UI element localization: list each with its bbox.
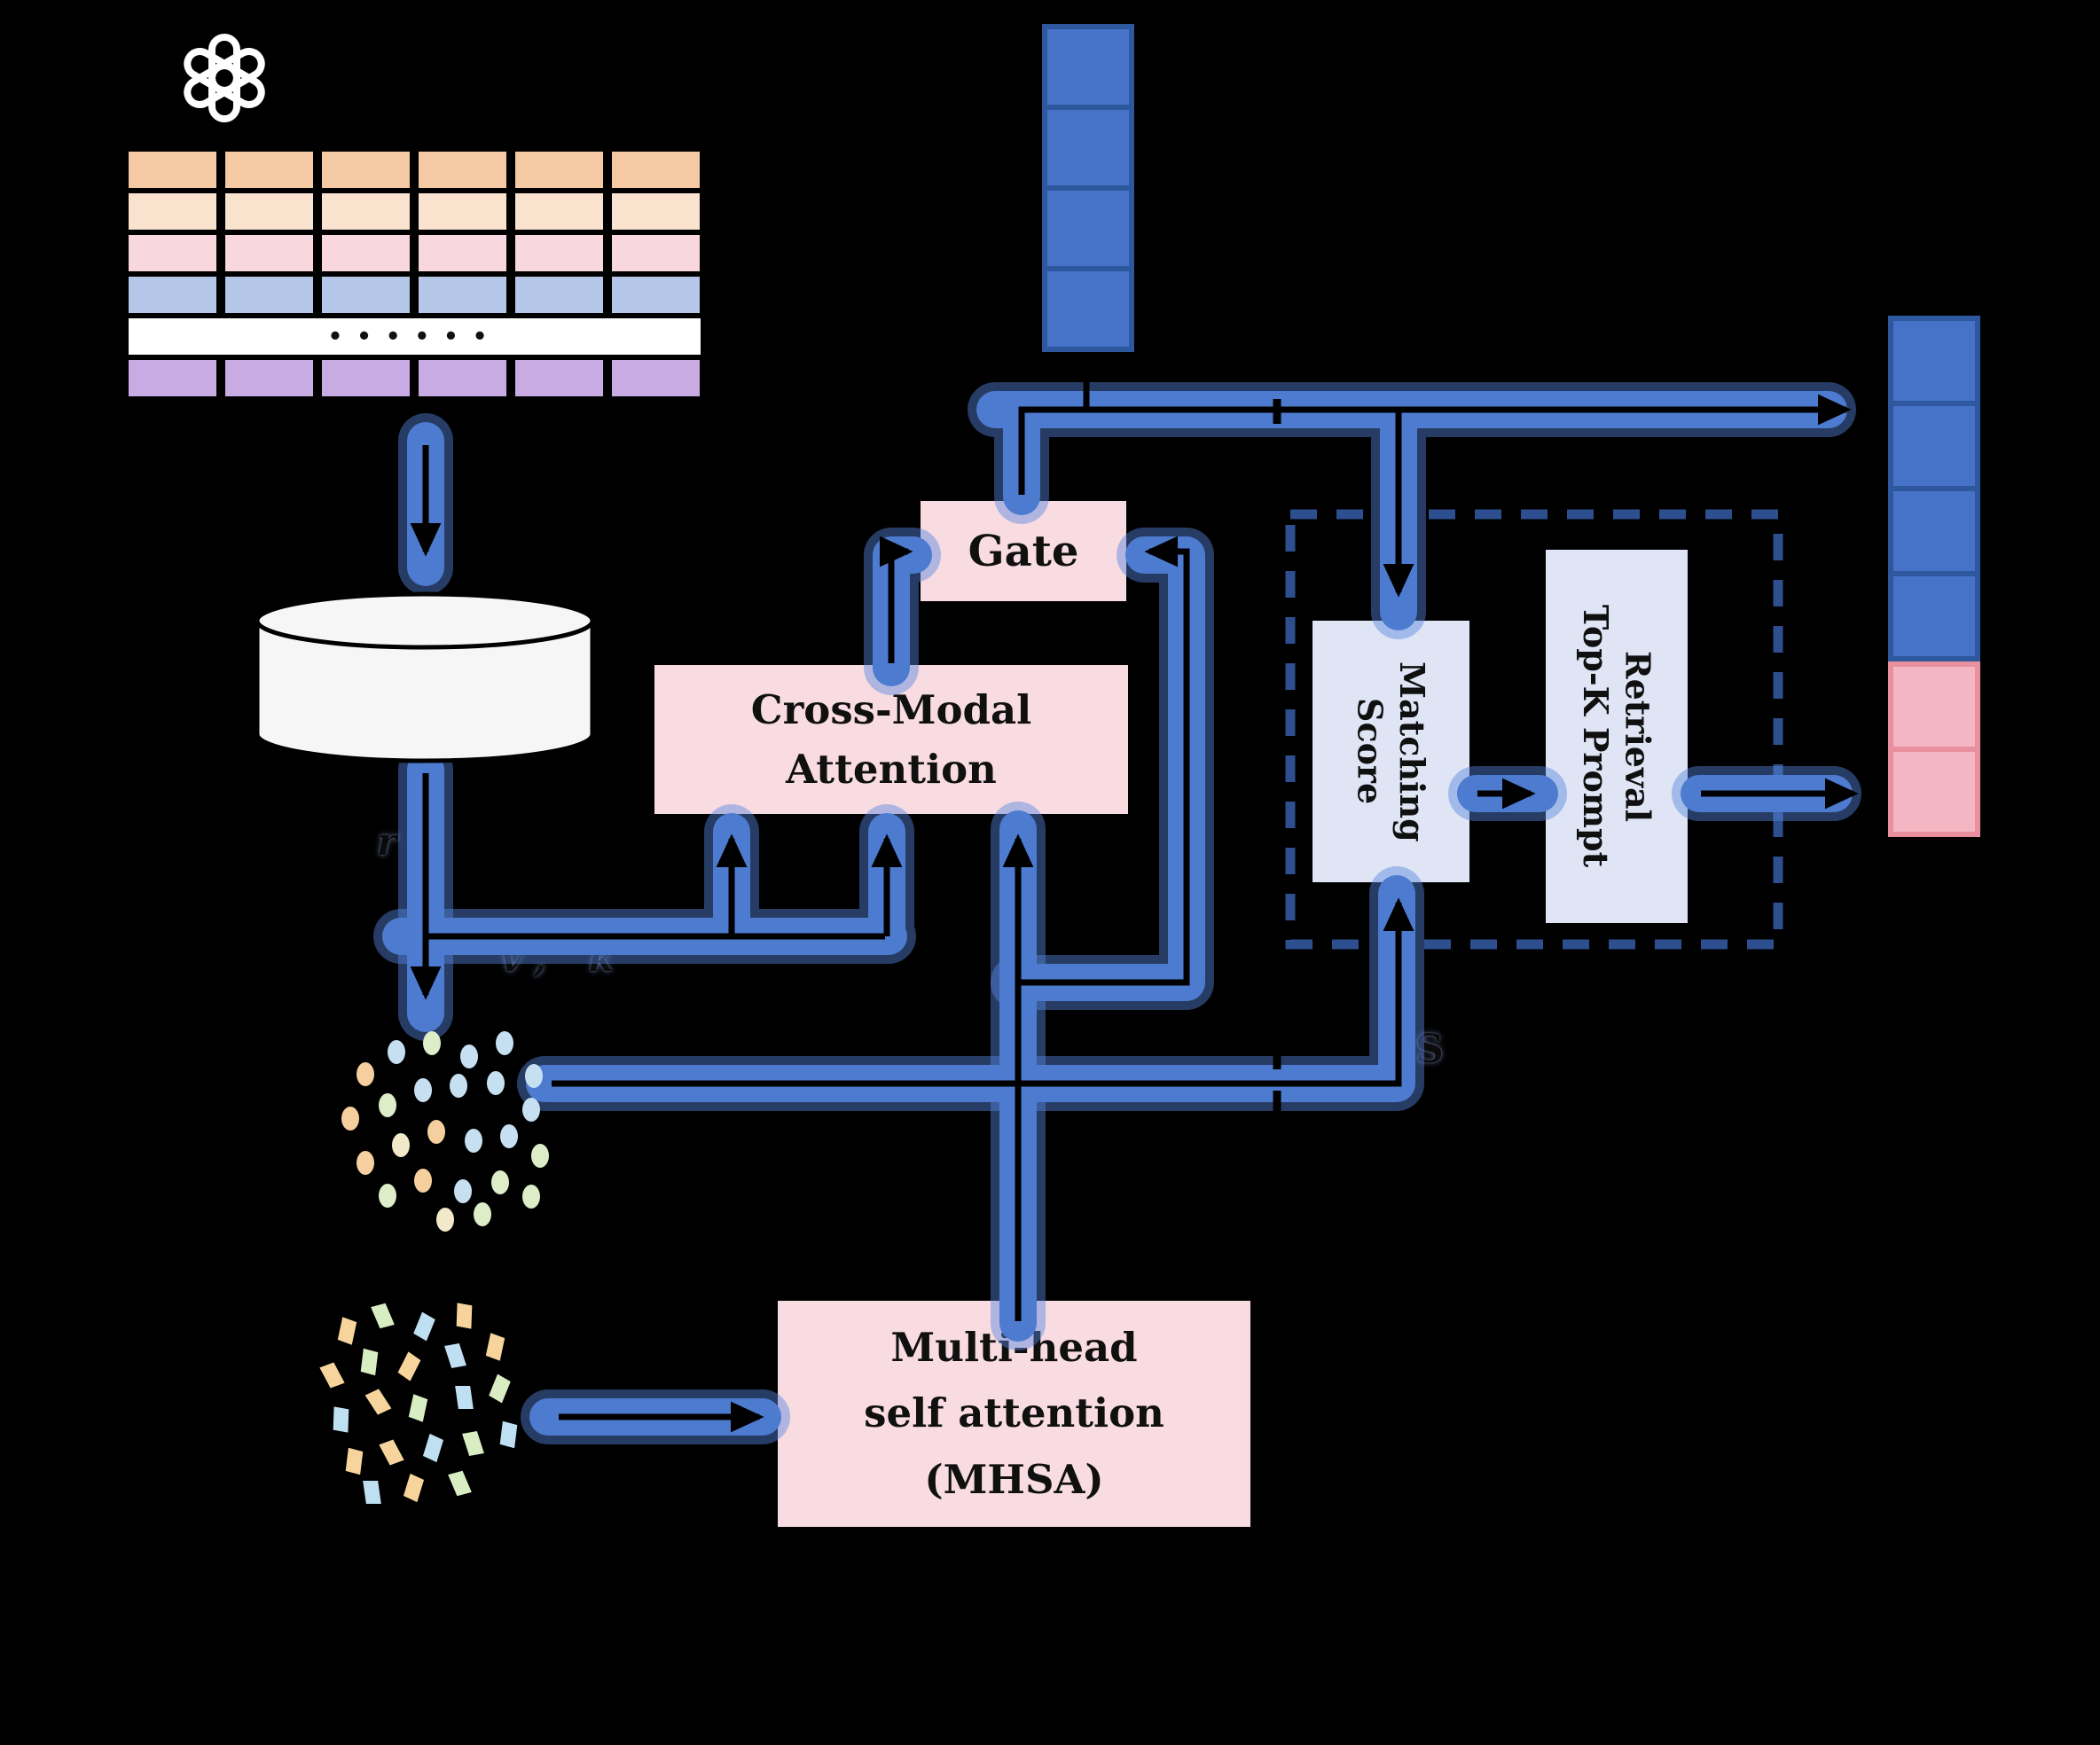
knowledge-cylinder xyxy=(255,591,595,763)
feature-dot xyxy=(465,1129,482,1153)
feature-dot xyxy=(450,1074,467,1098)
feature-dot xyxy=(379,1093,396,1117)
feature-dot xyxy=(496,1031,513,1055)
prompt-pool-row-2 xyxy=(129,193,701,230)
feature-dot xyxy=(436,1208,454,1232)
feature-dot xyxy=(379,1184,396,1208)
input-token-column xyxy=(1042,24,1134,352)
output-tokens-pink xyxy=(1888,661,1980,837)
gate-box: Gate xyxy=(921,501,1126,601)
feature-dot xyxy=(454,1179,472,1203)
feature-dot xyxy=(357,1151,374,1175)
output-tokens-blue xyxy=(1888,316,1980,661)
feature-dot xyxy=(531,1144,549,1168)
mhsa-label-line2: self attention xyxy=(864,1389,1164,1437)
feature-dot xyxy=(500,1124,518,1148)
gate-label: Gate xyxy=(968,526,1079,576)
prompt-pool-row-1 xyxy=(129,152,701,188)
topk-prompt-retrieval-box: Top-K Prompt Retrieval xyxy=(1546,550,1688,923)
arrow-tokens-to-output xyxy=(1018,394,1852,495)
prompt-pool-table: •••••• xyxy=(129,152,701,397)
feature-dot xyxy=(414,1078,432,1102)
feature-dot xyxy=(525,1064,543,1088)
retrieval-module-dashed-border xyxy=(1285,509,1783,950)
feature-dot xyxy=(474,1202,491,1226)
score-matching-box: Score Matching xyxy=(1312,621,1469,882)
prompt-pool-row-6 xyxy=(129,360,701,396)
patch-dot xyxy=(363,1481,381,1504)
feature-dot xyxy=(522,1098,540,1122)
patch-dot xyxy=(333,1406,349,1433)
arrow-into-gate-right xyxy=(1018,536,1190,986)
arrow-sim-into-score xyxy=(552,897,1414,1087)
patch-dot xyxy=(456,1303,473,1329)
cma-label-line1: Cross-Modal xyxy=(750,685,1032,733)
annotation-s: S xyxy=(1415,1027,1444,1072)
cma-label-line2: Attention xyxy=(786,746,997,793)
annotation-r: r xyxy=(377,820,397,864)
score-matching-label: Score Matching xyxy=(1350,661,1433,842)
patch-dot xyxy=(360,1348,379,1376)
feature-dot xyxy=(460,1045,478,1068)
patch-dot xyxy=(455,1386,474,1409)
prompt-pool-row-4 xyxy=(129,277,701,313)
patch-dot xyxy=(499,1420,518,1449)
topk-retrieval-label: Top-K Prompt Retrieval xyxy=(1576,605,1658,868)
wires xyxy=(410,356,1859,1433)
feature-dot xyxy=(392,1133,410,1157)
openai-logo-icon xyxy=(184,34,265,122)
feature-dot xyxy=(414,1169,432,1193)
output-token-column xyxy=(1888,316,1980,837)
feature-dot xyxy=(423,1031,441,1055)
mhsa-label-line3: (MHSA) xyxy=(924,1455,1104,1503)
arrow-into-gate-left xyxy=(879,536,913,663)
feature-dot xyxy=(427,1120,445,1144)
pipe-tokens-distribution xyxy=(976,391,1847,630)
prompt-pool-ellipsis-row: •••••• xyxy=(129,318,701,355)
feature-dot xyxy=(487,1071,505,1095)
feature-dot xyxy=(388,1040,405,1064)
feature-dot xyxy=(522,1185,540,1209)
patch-dot xyxy=(345,1447,364,1475)
ellipsis-dots: •••••• xyxy=(327,323,502,350)
feature-dot xyxy=(491,1170,509,1194)
feature-dot xyxy=(341,1107,359,1131)
pipe-vk-to-attention xyxy=(382,813,907,955)
feature-dot xyxy=(357,1062,374,1086)
prompt-pool-row-3 xyxy=(129,235,701,271)
pipe-halos xyxy=(373,382,1861,1444)
cross-modal-attention-box: Cross-Modal Attention xyxy=(654,665,1128,814)
